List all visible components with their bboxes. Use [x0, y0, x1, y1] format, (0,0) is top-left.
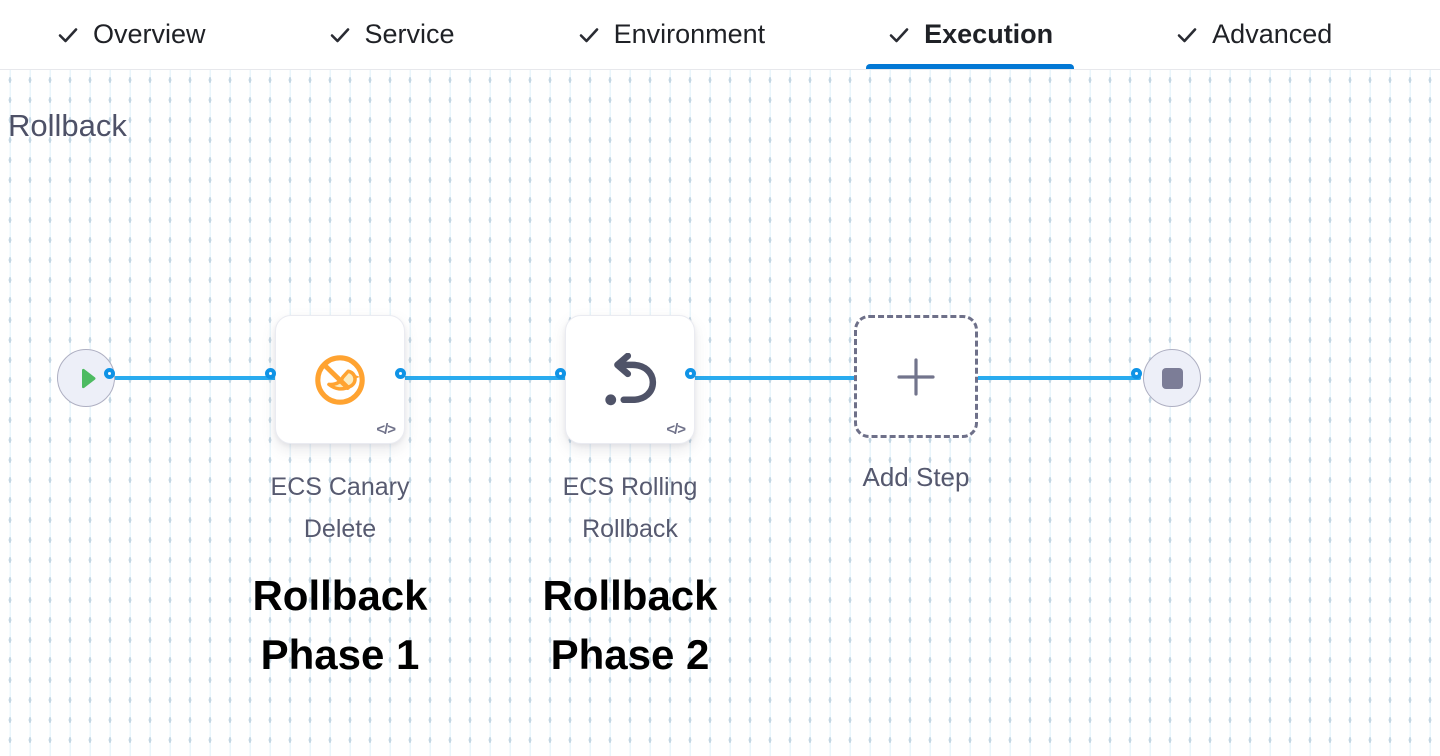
end-node[interactable]	[1143, 349, 1201, 407]
check-icon	[579, 27, 598, 42]
tab-label: Execution	[924, 19, 1054, 49]
rolling-rollback-icon	[605, 352, 657, 405]
code-badge-icon: </>	[666, 421, 686, 438]
tab-label: Advanced	[1212, 19, 1333, 49]
wizard-tabbar: Overview Service Environment Execution A…	[0, 0, 1440, 70]
tab-label: Environment	[613, 19, 766, 49]
tab-label: Service	[364, 19, 455, 49]
tab-service[interactable]: Service	[302, 0, 481, 69]
add-step-button[interactable]	[854, 315, 978, 438]
step-card-ecs-rolling-rollback[interactable]: </>	[565, 315, 695, 444]
step-card-ecs-canary-delete[interactable]: </>	[275, 315, 405, 444]
annotation-rollback-phase-1: Rollback Phase 1	[252, 572, 428, 678]
active-tab-underline	[866, 64, 1075, 69]
stop-icon	[1161, 367, 1183, 389]
port-step1-in[interactable]	[265, 368, 276, 379]
port-step2-out[interactable]	[685, 368, 696, 379]
check-icon	[1177, 27, 1197, 42]
port-end-in[interactable]	[1131, 368, 1142, 379]
tab-environment[interactable]: Environment	[551, 0, 792, 69]
port-start-out[interactable]	[104, 368, 115, 379]
check-icon	[889, 27, 909, 42]
section-heading: Rollback	[8, 108, 127, 143]
port-step1-out[interactable]	[395, 368, 406, 379]
start-node[interactable]	[57, 349, 115, 407]
plus-icon	[897, 357, 935, 396]
add-step-label: Add Step	[862, 462, 970, 492]
tab-label: Overview	[93, 19, 206, 49]
tab-execution[interactable]: Execution	[861, 0, 1079, 69]
pipeline-canvas[interactable]: Rollback </> </>	[0, 70, 1440, 756]
code-badge-icon: </>	[376, 421, 396, 438]
annotation-rollback-phase-2: Rollback Phase 2	[542, 572, 718, 678]
step-name-label: ECS Rolling Rollback	[562, 473, 698, 543]
check-icon	[58, 27, 78, 42]
play-icon	[81, 368, 96, 388]
port-step2-in[interactable]	[555, 368, 566, 379]
tab-advanced[interactable]: Advanced	[1149, 0, 1358, 69]
step-name-label: ECS Canary Delete	[270, 473, 410, 543]
tab-overview[interactable]: Overview	[30, 0, 232, 69]
check-icon	[330, 27, 349, 42]
canary-delete-icon	[315, 354, 365, 405]
